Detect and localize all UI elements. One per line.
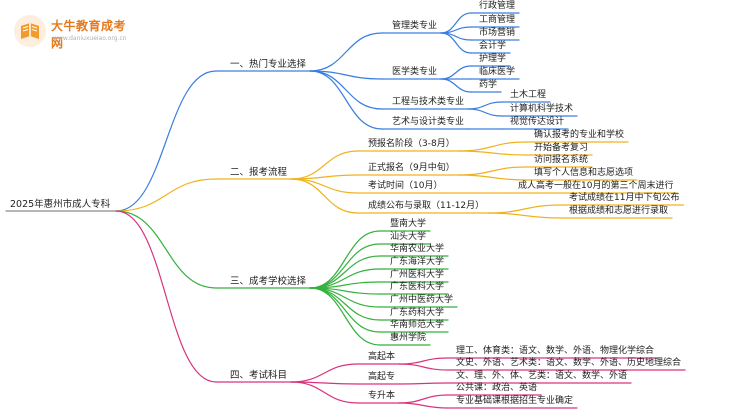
leaf-gaoqizhuan-subjects-link xyxy=(398,382,449,385)
node-art-design: 艺术与设计类专业 xyxy=(392,117,465,127)
leaf-clinical-medicine: 临床医学 xyxy=(479,67,516,77)
node-formal-registration: 正式报名（9月中旬） xyxy=(368,163,455,173)
school-jinan-link xyxy=(309,230,381,289)
school-gzmu: 广州医科大学 xyxy=(390,270,445,280)
branch-hot-majors: 一、热门专业选择 xyxy=(230,59,307,70)
node-formal-registration-link xyxy=(290,174,359,180)
leaf-pharmacy: 药学 xyxy=(479,80,498,90)
logo-url: www.daniuxueiao.org.cn xyxy=(53,35,127,42)
leaf-gaoqizhuan-subjects: 文、理、外、体、艺类：语文、数学、外语 xyxy=(456,371,628,381)
leaf-admin-management: 行政管理 xyxy=(479,1,516,11)
leaf-accounting-link xyxy=(440,32,472,54)
node-medical: 医学类专业 xyxy=(392,67,438,77)
leaf-gaoqiben-arts: 文史、外语、艺术类：语文、数学、外语、历史地理综合 xyxy=(456,358,682,368)
leaf-civil-engineering: 土木工程 xyxy=(510,90,547,100)
node-management: 管理类专业 xyxy=(392,21,438,31)
school-hzu-link xyxy=(309,287,381,346)
school-shantou-link xyxy=(309,243,381,289)
leaf-visit-system-link xyxy=(458,166,527,176)
node-medical-link xyxy=(309,70,383,80)
leaf-exam-weekend: 成人高考一般在10月的第三个周末进行 xyxy=(518,181,674,191)
leaf-gaoqiben-science: 理工、体育类：语文、数学、外语、物理化学综合 xyxy=(456,346,655,356)
node-results-admission-link xyxy=(290,178,359,214)
school-scau: 华南农业大学 xyxy=(390,244,445,254)
leaf-computer-science: 计算机科学技术 xyxy=(510,104,574,114)
leaf-major-basics-link xyxy=(398,402,449,409)
branch-hot-majors-link xyxy=(115,70,217,212)
node-pre-registration-link xyxy=(290,150,359,180)
leaf-results-published-link xyxy=(487,204,562,214)
leaf-admission-by-score: 根据成绩和志愿进行录取 xyxy=(569,206,669,216)
branch-school-choice-link xyxy=(115,210,217,289)
school-hzu: 惠州学院 xyxy=(390,333,427,343)
branch-school-choice: 三、成考学校选择 xyxy=(230,276,307,287)
node-gaoqiben-link xyxy=(290,363,359,383)
school-scnu: 华南师范大学 xyxy=(390,320,445,330)
leaf-visual-design: 视觉传达设计 xyxy=(510,117,565,127)
node-gaoqizhuan: 高起专 xyxy=(368,372,396,382)
leaf-start-review: 开始备考复习 xyxy=(534,143,589,153)
school-shantou: 汕头大学 xyxy=(390,232,427,242)
leaf-pharmacy-link xyxy=(440,78,472,93)
leaf-marketing: 市场营销 xyxy=(479,28,516,38)
leaf-computer-science-link xyxy=(467,108,503,117)
node-exam-time-link xyxy=(290,178,359,194)
leaf-major-basics: 专业基础课根据招生专业确定 xyxy=(456,396,574,406)
branch-application-process-link xyxy=(115,178,217,212)
leaf-visit-system: 访问报名系统 xyxy=(534,155,589,165)
node-results-admission: 成绩公布与录取（11-12月） xyxy=(368,201,485,211)
leaf-nursing-link xyxy=(440,65,472,80)
leaf-nursing: 护理学 xyxy=(479,54,507,64)
school-scau-link xyxy=(309,255,381,289)
branch-exam-subjects: 四、考试科目 xyxy=(230,370,288,381)
node-zhuanshengben: 专升本 xyxy=(368,391,396,401)
node-pre-registration: 预报名阶段（3-8月） xyxy=(368,139,455,149)
school-gdpu-link xyxy=(309,287,381,321)
school-gdpu: 广东药科大学 xyxy=(390,308,445,318)
node-engineering: 工程与技术类专业 xyxy=(392,97,465,107)
leaf-confirm-major-school-link xyxy=(458,141,527,152)
site-logo[interactable]: 大牛教育成考网 www.daniuxueiao.org.cn xyxy=(13,8,138,50)
branch-exam-subjects-link xyxy=(115,210,217,383)
branch-application-process: 二、报考流程 xyxy=(230,167,288,178)
root-node: 2025年惠州市成人专科 xyxy=(10,199,111,210)
school-scnu-link xyxy=(309,287,381,333)
leaf-gaoqiben-science-link xyxy=(398,357,449,365)
leaf-public-courses: 公共课：政治、英语 xyxy=(456,383,538,393)
node-exam-time: 考试时间（10月） xyxy=(368,181,443,191)
leaf-confirm-major-school: 确认报考的专业和学校 xyxy=(534,130,625,140)
leaf-gaoqiben-arts-link xyxy=(398,363,449,371)
leaf-civil-engineering-link xyxy=(467,101,503,110)
node-art-design-link xyxy=(309,70,383,130)
leaf-business-management: 工商管理 xyxy=(479,15,516,25)
node-gaoqiben: 高起本 xyxy=(368,352,396,362)
school-gdmu: 广东医科大学 xyxy=(390,282,445,292)
school-gdou: 广东海洋大学 xyxy=(390,257,445,267)
node-management-link xyxy=(309,32,383,72)
school-jinan: 暨南大学 xyxy=(390,219,427,229)
leaf-admission-by-score-link xyxy=(487,212,562,219)
logo-title: 大牛教育成考网 xyxy=(51,19,127,50)
node-zhuanshengben-link xyxy=(290,381,359,404)
book-logo-icon xyxy=(14,15,46,47)
leaf-start-review-link xyxy=(458,150,527,156)
leaf-accounting: 会计学 xyxy=(479,41,507,51)
school-gzucm: 广州中医药大学 xyxy=(390,295,454,305)
leaf-fill-info: 填写个人信息和志愿选项 xyxy=(534,168,634,178)
leaf-public-courses-link xyxy=(398,394,449,404)
node-engineering-link xyxy=(309,70,383,110)
leaf-fill-info-link xyxy=(458,174,527,181)
leaf-results-published: 考试成绩在11月中下旬公布 xyxy=(569,193,680,203)
